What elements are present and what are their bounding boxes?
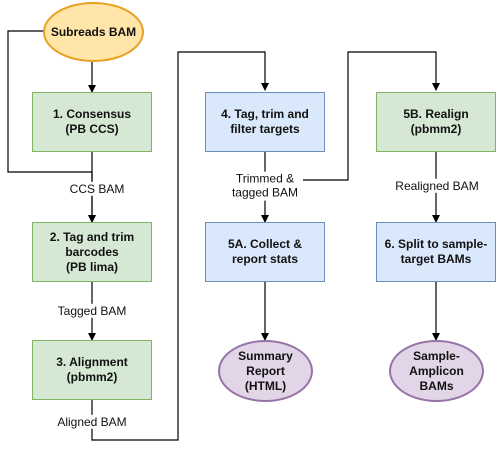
node-tag-trim-barcodes-label: 2. Tag and trim barcodes (PB lima)	[49, 229, 135, 274]
node-alignment[interactable]: 3. Alignment (pbmm2)	[32, 340, 152, 400]
edge-label-tagged-bam: Tagged BAM	[57, 303, 127, 319]
node-consensus-label: 1. Consensus (PB CCS)	[52, 107, 132, 136]
node-tag-trim-filter[interactable]: 4. Tag, trim and filter targets	[205, 92, 325, 152]
edge-alignment-filter	[91, 51, 269, 441]
node-tag-trim-barcodes[interactable]: 2. Tag and trim barcodes (PB lima)	[32, 222, 152, 282]
edge-label-ccs-bam: CCS BAM	[69, 181, 125, 197]
node-sample-amplicon[interactable]: Sample- Amplicon BAMs	[389, 340, 484, 402]
edge-filter-realign	[303, 51, 440, 181]
node-subreads-bam-label: Subreads BAM	[50, 24, 137, 39]
edge-label-trimmed-tagged-bam: Trimmed & tagged BAM	[231, 171, 299, 201]
node-collect-stats-label: 5A. Collect & report stats	[227, 237, 302, 266]
node-subreads-bam[interactable]: Subreads BAM	[43, 2, 144, 62]
node-realign[interactable]: 5B. Realign (pbmm2)	[376, 92, 496, 152]
node-consensus[interactable]: 1. Consensus (PB CCS)	[32, 92, 152, 152]
node-collect-stats[interactable]: 5A. Collect & report stats	[205, 222, 325, 282]
node-realign-label: 5B. Realign (pbmm2)	[403, 107, 469, 136]
node-split-bams[interactable]: 6. Split to sample- target BAMs	[376, 222, 496, 282]
node-summary-report-label: Summary Report (HTML)	[238, 348, 293, 393]
node-sample-amplicon-label: Sample- Amplicon BAMs	[409, 348, 464, 393]
node-summary-report[interactable]: Summary Report (HTML)	[218, 340, 313, 402]
edge-label-aligned-bam: Aligned BAM	[57, 414, 127, 430]
node-alignment-label: 3. Alignment (pbmm2)	[56, 355, 128, 384]
edge-label-realigned-bam: Realigned BAM	[395, 178, 479, 194]
node-split-bams-label: 6. Split to sample- target BAMs	[384, 237, 488, 266]
node-tag-trim-filter-label: 4. Tag, trim and filter targets	[221, 107, 309, 136]
